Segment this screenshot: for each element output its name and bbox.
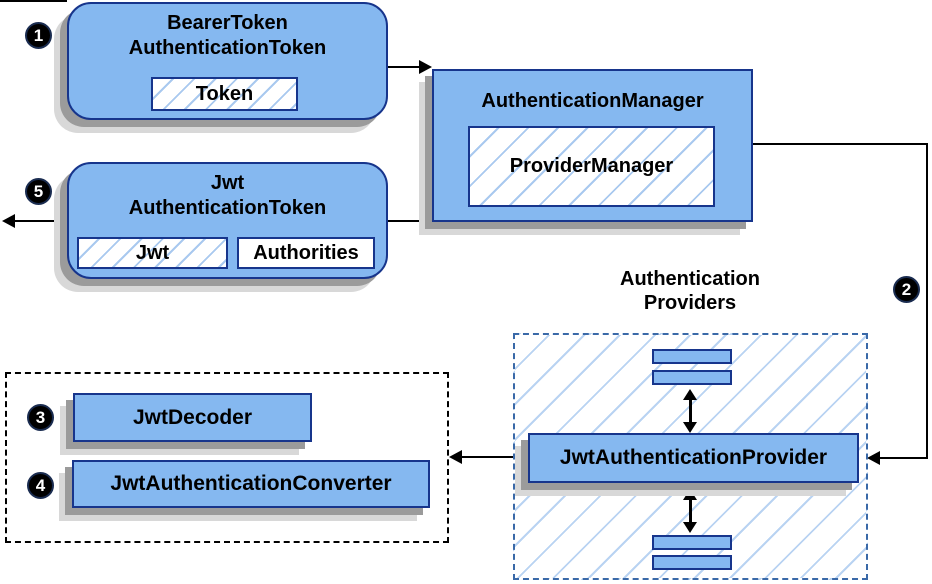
arrowhead-down-icon: [683, 522, 697, 533]
authorities-field: Authorities: [237, 237, 375, 269]
step-4-badge: 4: [27, 472, 54, 499]
line-segment: [386, 66, 420, 68]
line-segment: [753, 143, 928, 145]
node-title-line: AuthenticationToken: [128, 37, 327, 59]
line-segment: [689, 499, 692, 523]
jwt-field: Jwt: [77, 237, 228, 269]
provider-slot-rect: [652, 535, 732, 550]
arrowhead-down-icon: [683, 422, 697, 433]
arrowhead-up-icon: [683, 489, 697, 500]
step-5-badge: 5: [25, 178, 52, 205]
authentication-providers-label: Authentication Providers: [560, 267, 820, 315]
node-title-line: BearerToken: [167, 12, 288, 34]
node-title-line: Jwt: [210, 172, 245, 194]
request-in-line: [0, 0, 67, 2]
jwt-decoder-node: JwtDecoder: [73, 393, 312, 442]
node-title-line: AuthenticationToken: [128, 197, 327, 219]
provider-slot-rect: [652, 370, 732, 385]
node-title-line: AuthenticationManager: [481, 90, 704, 112]
jwt-authentication-converter-node: JwtAuthenticationConverter: [72, 460, 430, 508]
label-line: Providers: [643, 292, 737, 314]
step-2-badge: 2: [893, 276, 920, 303]
provider-manager-field: ProviderManager: [468, 126, 715, 207]
token-field: Token: [151, 77, 298, 111]
decoders-group: [5, 372, 449, 543]
authentication-manager-node: AuthenticationManager ProviderManager: [432, 69, 753, 222]
line-segment: [461, 456, 523, 458]
provider-slot-rect: [652, 555, 732, 570]
line-segment: [879, 457, 928, 459]
label-line: Authentication: [620, 268, 760, 290]
arrowhead-left-icon: [449, 450, 462, 464]
arrowhead-up-icon: [683, 389, 697, 400]
line-segment: [13, 220, 68, 222]
arrowhead-left-icon: [867, 451, 880, 465]
jwt-authentication-token-node: Jwt AuthenticationToken Jwt Authorities: [67, 162, 388, 279]
jwt-authentication-provider-node: JwtAuthenticationProvider: [528, 433, 859, 483]
step-3-badge: 3: [27, 404, 54, 431]
line-segment: [926, 143, 928, 459]
arrowhead-left-icon: [2, 214, 15, 228]
step-1-badge: 1: [25, 22, 52, 49]
provider-slot-rect: [652, 349, 732, 364]
bearer-token-authentication-token-node: BearerToken AuthenticationToken Token: [67, 2, 388, 120]
arrowhead-right-icon: [419, 60, 432, 74]
line-segment: [689, 399, 692, 423]
manager-to-jwt-connector: [386, 220, 432, 222]
